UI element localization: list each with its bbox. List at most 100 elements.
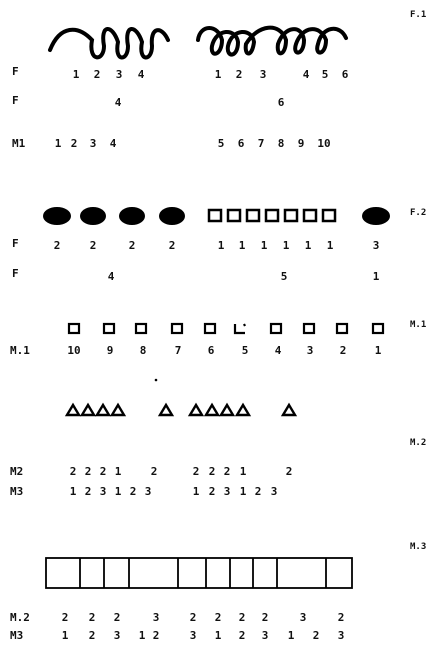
broken-square (235, 324, 245, 333)
small-square (373, 324, 383, 333)
open-square (228, 210, 240, 221)
triangle (190, 405, 202, 415)
m1-squares (69, 324, 383, 333)
label-m3: M.3 (410, 542, 426, 552)
small-square (136, 324, 146, 333)
m1-value: 8 (140, 345, 147, 357)
f2-value: 3 (373, 240, 380, 252)
group-count: 6 (278, 97, 285, 109)
triangle (160, 405, 172, 415)
m1-number: 1 (55, 138, 62, 150)
open-square (266, 210, 278, 221)
m2-value: 2 (89, 612, 96, 624)
f2-value: 1 (239, 240, 246, 252)
open-square (209, 210, 221, 221)
f2-value: 2 (169, 240, 176, 252)
m1-value: 4 (275, 345, 282, 357)
m3-value: 1 (215, 630, 222, 642)
coil-number: 2 (94, 69, 101, 81)
label-m1: M.1 (410, 320, 426, 330)
small-square (304, 324, 314, 333)
m3-value: 1 (62, 630, 69, 642)
m2-value: 2 (100, 466, 107, 478)
filled-ellipse (159, 207, 185, 225)
small-square (69, 324, 79, 333)
m2-row2-label: M3 (10, 486, 23, 498)
m3-value: 2 (153, 630, 160, 642)
m3-value: 3 (262, 630, 269, 642)
open-square (285, 210, 297, 221)
m3-value: 3 (271, 486, 278, 498)
m3-value: 3 (190, 630, 197, 642)
m2-value: 2 (70, 466, 77, 478)
m2-value: 2 (151, 466, 158, 478)
m1-number: 7 (258, 138, 265, 150)
m3-value: 2 (130, 486, 137, 498)
coil-number: 1 (73, 69, 80, 81)
f2-count: 1 (373, 271, 380, 283)
group-count: 4 (115, 97, 122, 109)
m2-value: 3 (300, 612, 307, 624)
filled-ellipse (43, 207, 71, 225)
m2-value: 2 (224, 466, 231, 478)
m1-value: 10 (67, 345, 80, 357)
f2-count: 4 (108, 271, 115, 283)
m2-value: 2 (286, 466, 293, 478)
m2-value: 2 (338, 612, 345, 624)
m2-value: 2 (262, 612, 269, 624)
f2-value: 1 (218, 240, 225, 252)
m1-number: 2 (71, 138, 78, 150)
m3-value: 2 (255, 486, 262, 498)
m1-number: 10 (317, 138, 330, 150)
m1-number: 4 (110, 138, 117, 150)
m1-number: 6 (238, 138, 245, 150)
f2-value: 1 (261, 240, 268, 252)
label-f2: F.2 (410, 208, 426, 218)
m3-value: 3 (114, 630, 121, 642)
coil-number: 1 (215, 69, 222, 81)
m1-number: 8 (278, 138, 285, 150)
m3-value: 2 (85, 486, 92, 498)
f2-value: 1 (327, 240, 334, 252)
triangle (283, 405, 295, 415)
m1-value: 2 (340, 345, 347, 357)
m2-value: 2 (215, 612, 222, 624)
coil-number: 4 (303, 69, 310, 81)
m2-value: 2 (209, 466, 216, 478)
coil-number: 6 (342, 69, 349, 81)
f2-row2-label: F (12, 268, 19, 280)
f1-row1-label: F (12, 66, 19, 78)
label-f1: F.1 (410, 10, 426, 20)
f2-shapes (43, 207, 390, 225)
m3-value: 1 (240, 486, 247, 498)
m3-value: 2 (209, 486, 216, 498)
m2-value: 2 (85, 466, 92, 478)
small-square (205, 324, 215, 333)
triangle (206, 405, 218, 415)
m2-value: 2 (239, 612, 246, 624)
bar-outline (46, 558, 352, 588)
m1-value: 1 (375, 345, 382, 357)
m2-value: 2 (193, 466, 200, 478)
coil-group-a (50, 29, 168, 58)
triangle (82, 405, 94, 415)
m2-value: 2 (190, 612, 197, 624)
m3-value: 2 (89, 630, 96, 642)
m3-value: 1 (70, 486, 77, 498)
filled-ellipse (362, 207, 390, 225)
f1-row3-label: M1 (12, 138, 25, 150)
m3-value: 3 (145, 486, 152, 498)
filled-ellipse (119, 207, 145, 225)
m1-number: 5 (218, 138, 225, 150)
m3-value: 2 (313, 630, 320, 642)
triangle (112, 405, 124, 415)
m2-value: 1 (115, 466, 122, 478)
f2-value: 2 (129, 240, 136, 252)
m1-row-label: M.1 (10, 345, 30, 357)
m3-row2-label: M3 (10, 630, 23, 642)
small-square (172, 324, 182, 333)
coil-number: 2 (236, 69, 243, 81)
m3-value: 1 (139, 630, 146, 642)
f2-row1-label: F (12, 238, 19, 250)
